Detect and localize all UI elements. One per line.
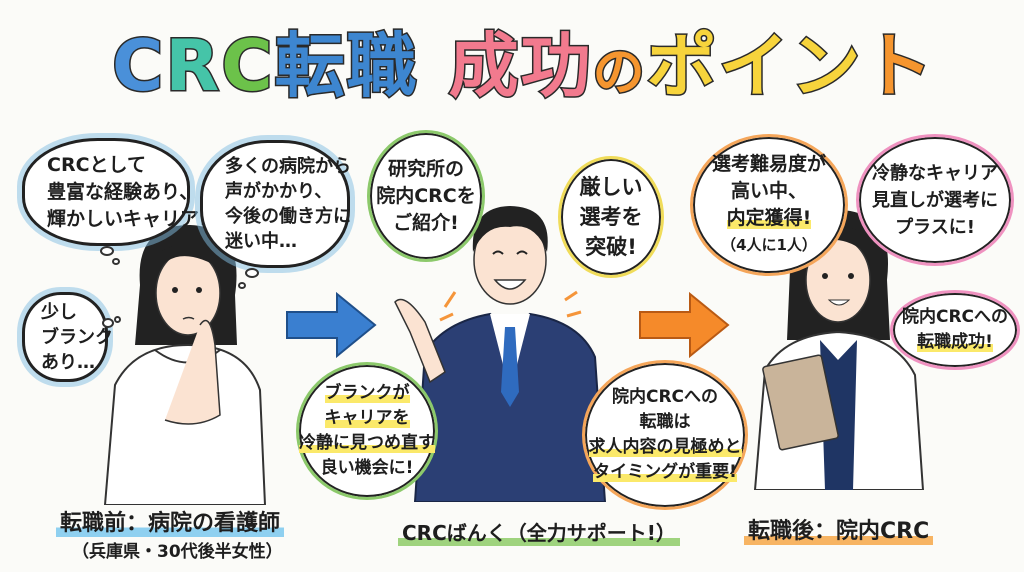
- title-tenshoku: 転職: [273, 24, 419, 109]
- speech-offer-obtained: 選考難易度が 高い中、 内定獲得! （4人に1人）: [690, 134, 848, 276]
- thought-dot: [100, 246, 114, 256]
- title-no: の: [591, 42, 647, 105]
- label-before-detail: （兵庫県・30代後半女性）: [72, 542, 283, 562]
- speech-career-review-plus: 冷静なキャリア 見直しが選考に プラスに!: [856, 134, 1014, 266]
- label-agent: CRCばんく（全力サポート!）: [398, 517, 680, 546]
- speech-introduce: 研究所の 院内CRCを ご紹介!: [367, 130, 485, 262]
- thought-dot: [112, 258, 120, 265]
- crc-woman-illustration: [753, 210, 925, 490]
- thought-dot: [238, 282, 246, 289]
- thought-dot: [114, 316, 121, 323]
- thought-undecided: 多くの病院から 声がかかり、 今後の働き方に 迷い中…: [200, 140, 351, 268]
- thought-dot: [245, 268, 259, 278]
- label-before: 転職前：病院の看護師: [56, 505, 285, 537]
- agent-illustration: [394, 206, 607, 502]
- thought-blank: 少し ブランク あり…: [22, 292, 113, 382]
- speech-blank-opportunity: ブランクが キャリアを 冷静に見つめ直す 良い機会に!: [296, 362, 438, 500]
- title-seiko: 成功: [447, 24, 593, 109]
- title-to: ト: [861, 24, 935, 109]
- speech-transfer-success: 院内CRCへの 転職成功!: [890, 290, 1020, 370]
- title-r: R: [164, 24, 222, 109]
- title-c2: C: [220, 24, 275, 109]
- thought-dot: [102, 318, 114, 328]
- page-title: CRC転職成功のポイント: [110, 24, 934, 115]
- arrow-right-icon: [286, 292, 377, 358]
- arrow-right-icon: [639, 292, 730, 358]
- label-after: 転職後：院内CRC: [744, 513, 934, 545]
- title-c1: C: [110, 24, 166, 109]
- title-poin: ポイン: [645, 24, 863, 109]
- speech-pass-selection: 厳しい 選考を 突破!: [558, 156, 664, 278]
- thought-career: CRCとして 豊富な経験あり、 輝かしいキャリア!: [22, 138, 208, 246]
- nurse-illustration: [103, 225, 267, 505]
- speech-timing-important: 院内CRCへの 転職は 求人内容の見極めと タイミングが重要!: [582, 360, 748, 510]
